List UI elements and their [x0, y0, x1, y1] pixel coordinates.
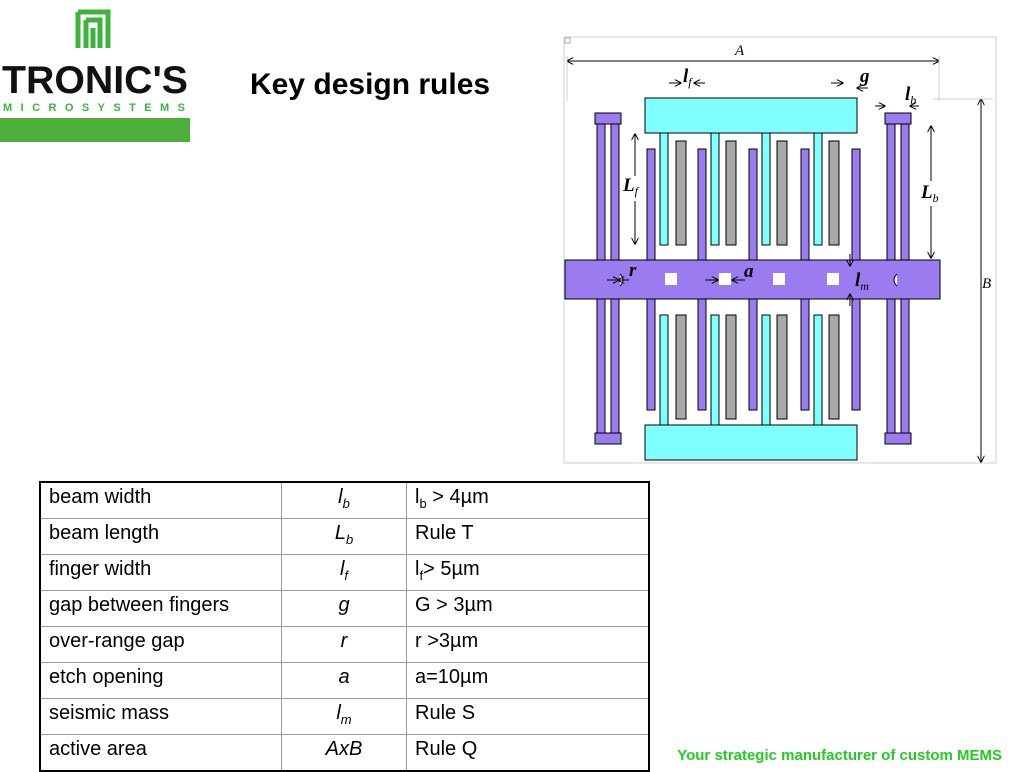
- logo-tagline: MICROSYSTEMS: [3, 102, 185, 114]
- logo-green-bar: [0, 118, 190, 142]
- parameter-symbol: Lb: [281, 518, 407, 555]
- rule-subscript: b: [419, 496, 427, 511]
- upper-moving-fingers: [646, 148, 861, 261]
- bottom-anchor: [644, 424, 858, 461]
- parameter-symbol: lb: [281, 481, 407, 519]
- etch-openings: [665, 273, 839, 285]
- parameter-rule: r >3µm: [406, 626, 650, 663]
- symbol-subscript: b: [345, 532, 354, 547]
- symbol-main: l: [339, 558, 345, 580]
- parameter-rule: Rule Q: [406, 734, 650, 772]
- symbol-main: l: [338, 486, 343, 508]
- parameter-symbol: AxB: [281, 734, 407, 772]
- rule-main: Rule S: [415, 702, 476, 724]
- parameter-name: seismic mass: [39, 698, 282, 735]
- table-row: etch opening a a=10µm: [39, 662, 650, 699]
- parameter-rule: Rule S: [406, 698, 650, 735]
- table-row: over-range gap r r >3µm: [39, 626, 650, 663]
- label-g: g: [859, 66, 870, 87]
- parameter-symbol: r: [281, 626, 407, 663]
- parameter-name: beam width: [39, 481, 282, 519]
- tronics-logo: TRONIC'S MICROSYSTEMS: [0, 9, 190, 142]
- parameter-name: gap between fingers: [39, 590, 282, 627]
- rule-rest: > 4µm: [426, 486, 489, 508]
- symbol-subscript: b: [342, 496, 350, 511]
- lower-moving-fingers: [646, 298, 861, 411]
- rule-rest: > 5µm: [423, 558, 480, 580]
- rule-main: Rule Q: [415, 738, 478, 760]
- label-lm: lm: [855, 270, 869, 293]
- parameter-rule: lf> 5µm: [406, 554, 650, 591]
- label-r: r: [629, 260, 637, 281]
- label-Lf: Lf: [622, 175, 640, 198]
- upper-fixed-fingers: [659, 132, 840, 246]
- table-row: active area AxB Rule Q: [39, 734, 650, 772]
- page-title: Key design rules: [250, 68, 491, 101]
- top-anchor: [644, 97, 858, 134]
- dimension-b: B: [933, 99, 993, 462]
- symbol-main: r: [340, 630, 348, 652]
- symbol-main: AxB: [325, 738, 363, 760]
- parameter-symbol: a: [281, 662, 407, 699]
- comb-drive-diagram: A B: [563, 36, 997, 464]
- parameter-rule: G > 3µm: [406, 590, 650, 627]
- parameter-name: over-range gap: [39, 626, 282, 663]
- label-lf: lf: [683, 66, 693, 89]
- parameter-rule: lb > 4µm: [406, 481, 650, 519]
- label-lb: lb: [905, 84, 916, 107]
- symbol-subscript: m: [340, 712, 352, 727]
- symbol-main: L: [334, 522, 346, 544]
- symbol-subscript: f: [344, 568, 349, 583]
- rule-main: G > 3µm: [415, 594, 493, 616]
- parameter-name: beam length: [39, 518, 282, 555]
- parameter-rule: Rule T: [406, 518, 650, 555]
- label-Lb: Lb: [920, 182, 939, 205]
- parameter-symbol: g: [281, 590, 407, 627]
- parameter-name: etch opening: [39, 662, 282, 699]
- rule-subscript: f: [419, 568, 424, 583]
- footer-tagline: Your strategic manufacturer of custom ME…: [677, 747, 1002, 764]
- logo-brand: TRONIC'S: [2, 59, 188, 102]
- symbol-main: l: [336, 702, 341, 724]
- parameter-name: finger width: [39, 554, 282, 591]
- symbol-main: g: [338, 594, 350, 616]
- rule-main: Rule T: [415, 522, 474, 544]
- symbol-main: a: [338, 666, 350, 688]
- logo-mark-icon: [75, 9, 111, 48]
- rule-main: l: [415, 486, 420, 508]
- rule-main: a=10µm: [415, 666, 489, 688]
- table-row: gap between fingers g G > 3µm: [39, 590, 650, 627]
- rule-main: r >3µm: [415, 630, 479, 652]
- rule-main: l: [415, 558, 420, 580]
- parameter-name: active area: [39, 734, 282, 772]
- label-a: A: [734, 43, 745, 59]
- label-b: B: [982, 276, 991, 292]
- label-a-etch: a: [744, 261, 754, 282]
- dimension-a: A: [567, 43, 939, 101]
- lower-fixed-fingers: [659, 314, 840, 426]
- parameter-symbol: lf: [281, 554, 407, 591]
- parameter-symbol: lm: [281, 698, 407, 735]
- parameter-rule: a=10µm: [406, 662, 650, 699]
